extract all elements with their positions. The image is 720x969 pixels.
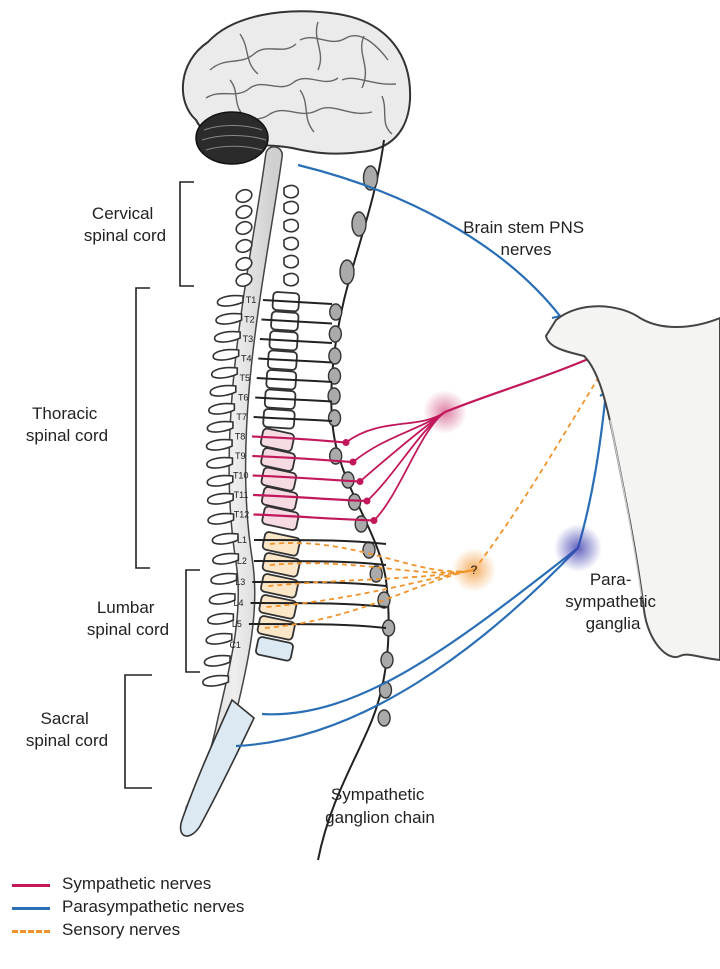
vertebra-label-t9: T9 xyxy=(235,451,246,461)
sacral-label: Sacral spinal cord xyxy=(26,709,108,750)
cervical-lateral-process xyxy=(284,238,298,250)
vertebra-label-t2: T2 xyxy=(244,315,255,325)
cerebellum xyxy=(196,112,268,164)
vertebra-label-c1: C1 xyxy=(229,640,241,650)
sympathetic-ganglion xyxy=(381,652,393,668)
sympathetic-ganglion xyxy=(329,410,341,426)
vertebra-label-l4: L4 xyxy=(234,598,244,608)
vertebra-label-t6: T6 xyxy=(238,393,249,403)
sympathetic-ganglion xyxy=(363,542,375,558)
spinous-process xyxy=(207,422,233,432)
sympathetic-ganglion xyxy=(352,212,366,236)
sympathetic-ganglion xyxy=(355,516,367,532)
spinous-process xyxy=(213,554,239,564)
sympathetic-ganglion xyxy=(349,494,361,510)
vertebra-label-t5: T5 xyxy=(240,373,251,383)
vertebra-label-t3: T3 xyxy=(243,334,254,344)
spinous-process xyxy=(209,594,235,604)
legend-label: Parasympathetic nerves xyxy=(62,897,244,917)
sympathetic-ganglion xyxy=(329,326,341,342)
cervical-label: Cervical spinal cord xyxy=(84,204,166,245)
cervical-spinous-process xyxy=(234,188,253,205)
spinous-process xyxy=(206,634,232,644)
spinous-process xyxy=(216,314,242,324)
cervical-lateral-process xyxy=(284,220,298,232)
cervical-processes xyxy=(284,186,298,286)
cervical-spinous-process xyxy=(234,204,253,221)
spinous-process xyxy=(204,656,230,666)
lumbar-label: Lumbar spinal cord xyxy=(87,598,169,639)
sympathetic-ganglion xyxy=(378,710,390,726)
vertebra-label-l2: L2 xyxy=(237,556,247,566)
vertebra-label-l1: L1 xyxy=(237,535,247,545)
vertebra-label-t12: T12 xyxy=(234,510,250,520)
vertebra-label-t11: T11 xyxy=(234,490,249,500)
sympathetic-ganglion xyxy=(330,304,342,320)
legend-label: Sensory nerves xyxy=(62,920,180,940)
sympathetic-postganglionic-nerve xyxy=(445,354,600,412)
spinous-process xyxy=(217,296,243,306)
vertebra-label-l3: L3 xyxy=(235,577,245,587)
vertebra-label-t7: T7 xyxy=(236,412,247,422)
spinous-process xyxy=(208,514,234,524)
sympathetic-ganglion-glow xyxy=(423,390,467,434)
parasympathetic-ganglion-glow xyxy=(554,524,602,572)
region-brackets xyxy=(125,182,200,788)
sympathetic-ganglion xyxy=(340,260,354,284)
spinous-process xyxy=(215,332,241,342)
sympathetic-chain-label: Sympathetic ganglion chain xyxy=(325,785,435,827)
cervical-spinous-process xyxy=(234,220,253,237)
vertebra-label-t4: T4 xyxy=(241,354,252,364)
thoracic-label: Thoracic spinal cord xyxy=(26,404,108,445)
vertebra-label-t8: T8 xyxy=(235,432,246,442)
cervical-lateral-process xyxy=(284,274,298,286)
parasympathetic-line-icon xyxy=(12,907,50,910)
brainstem-nerves-label: Brain stem PNS nerves xyxy=(463,218,589,259)
spinous-process xyxy=(208,614,234,624)
sympathetic-line-icon xyxy=(12,884,50,887)
cervical-lateral-process xyxy=(284,202,298,214)
cervical-lateral-process xyxy=(284,186,298,198)
sensory-dashed-line-icon xyxy=(12,930,50,933)
sacral-parasympathetic-nerve xyxy=(262,548,578,714)
spinous-process xyxy=(207,440,233,450)
unknown-ganglion-question-mark: ? xyxy=(471,563,478,577)
spinous-process xyxy=(213,350,239,360)
vertebra-label-l5: L5 xyxy=(232,619,242,629)
vertebra-label-t10: T10 xyxy=(233,471,249,481)
cervical-lateral-process xyxy=(284,256,298,268)
spinous-process xyxy=(203,676,229,686)
vertebra-label-t1: T1 xyxy=(246,295,257,305)
legend-label: Sympathetic nerves xyxy=(62,874,211,894)
spinous-process xyxy=(211,574,237,584)
